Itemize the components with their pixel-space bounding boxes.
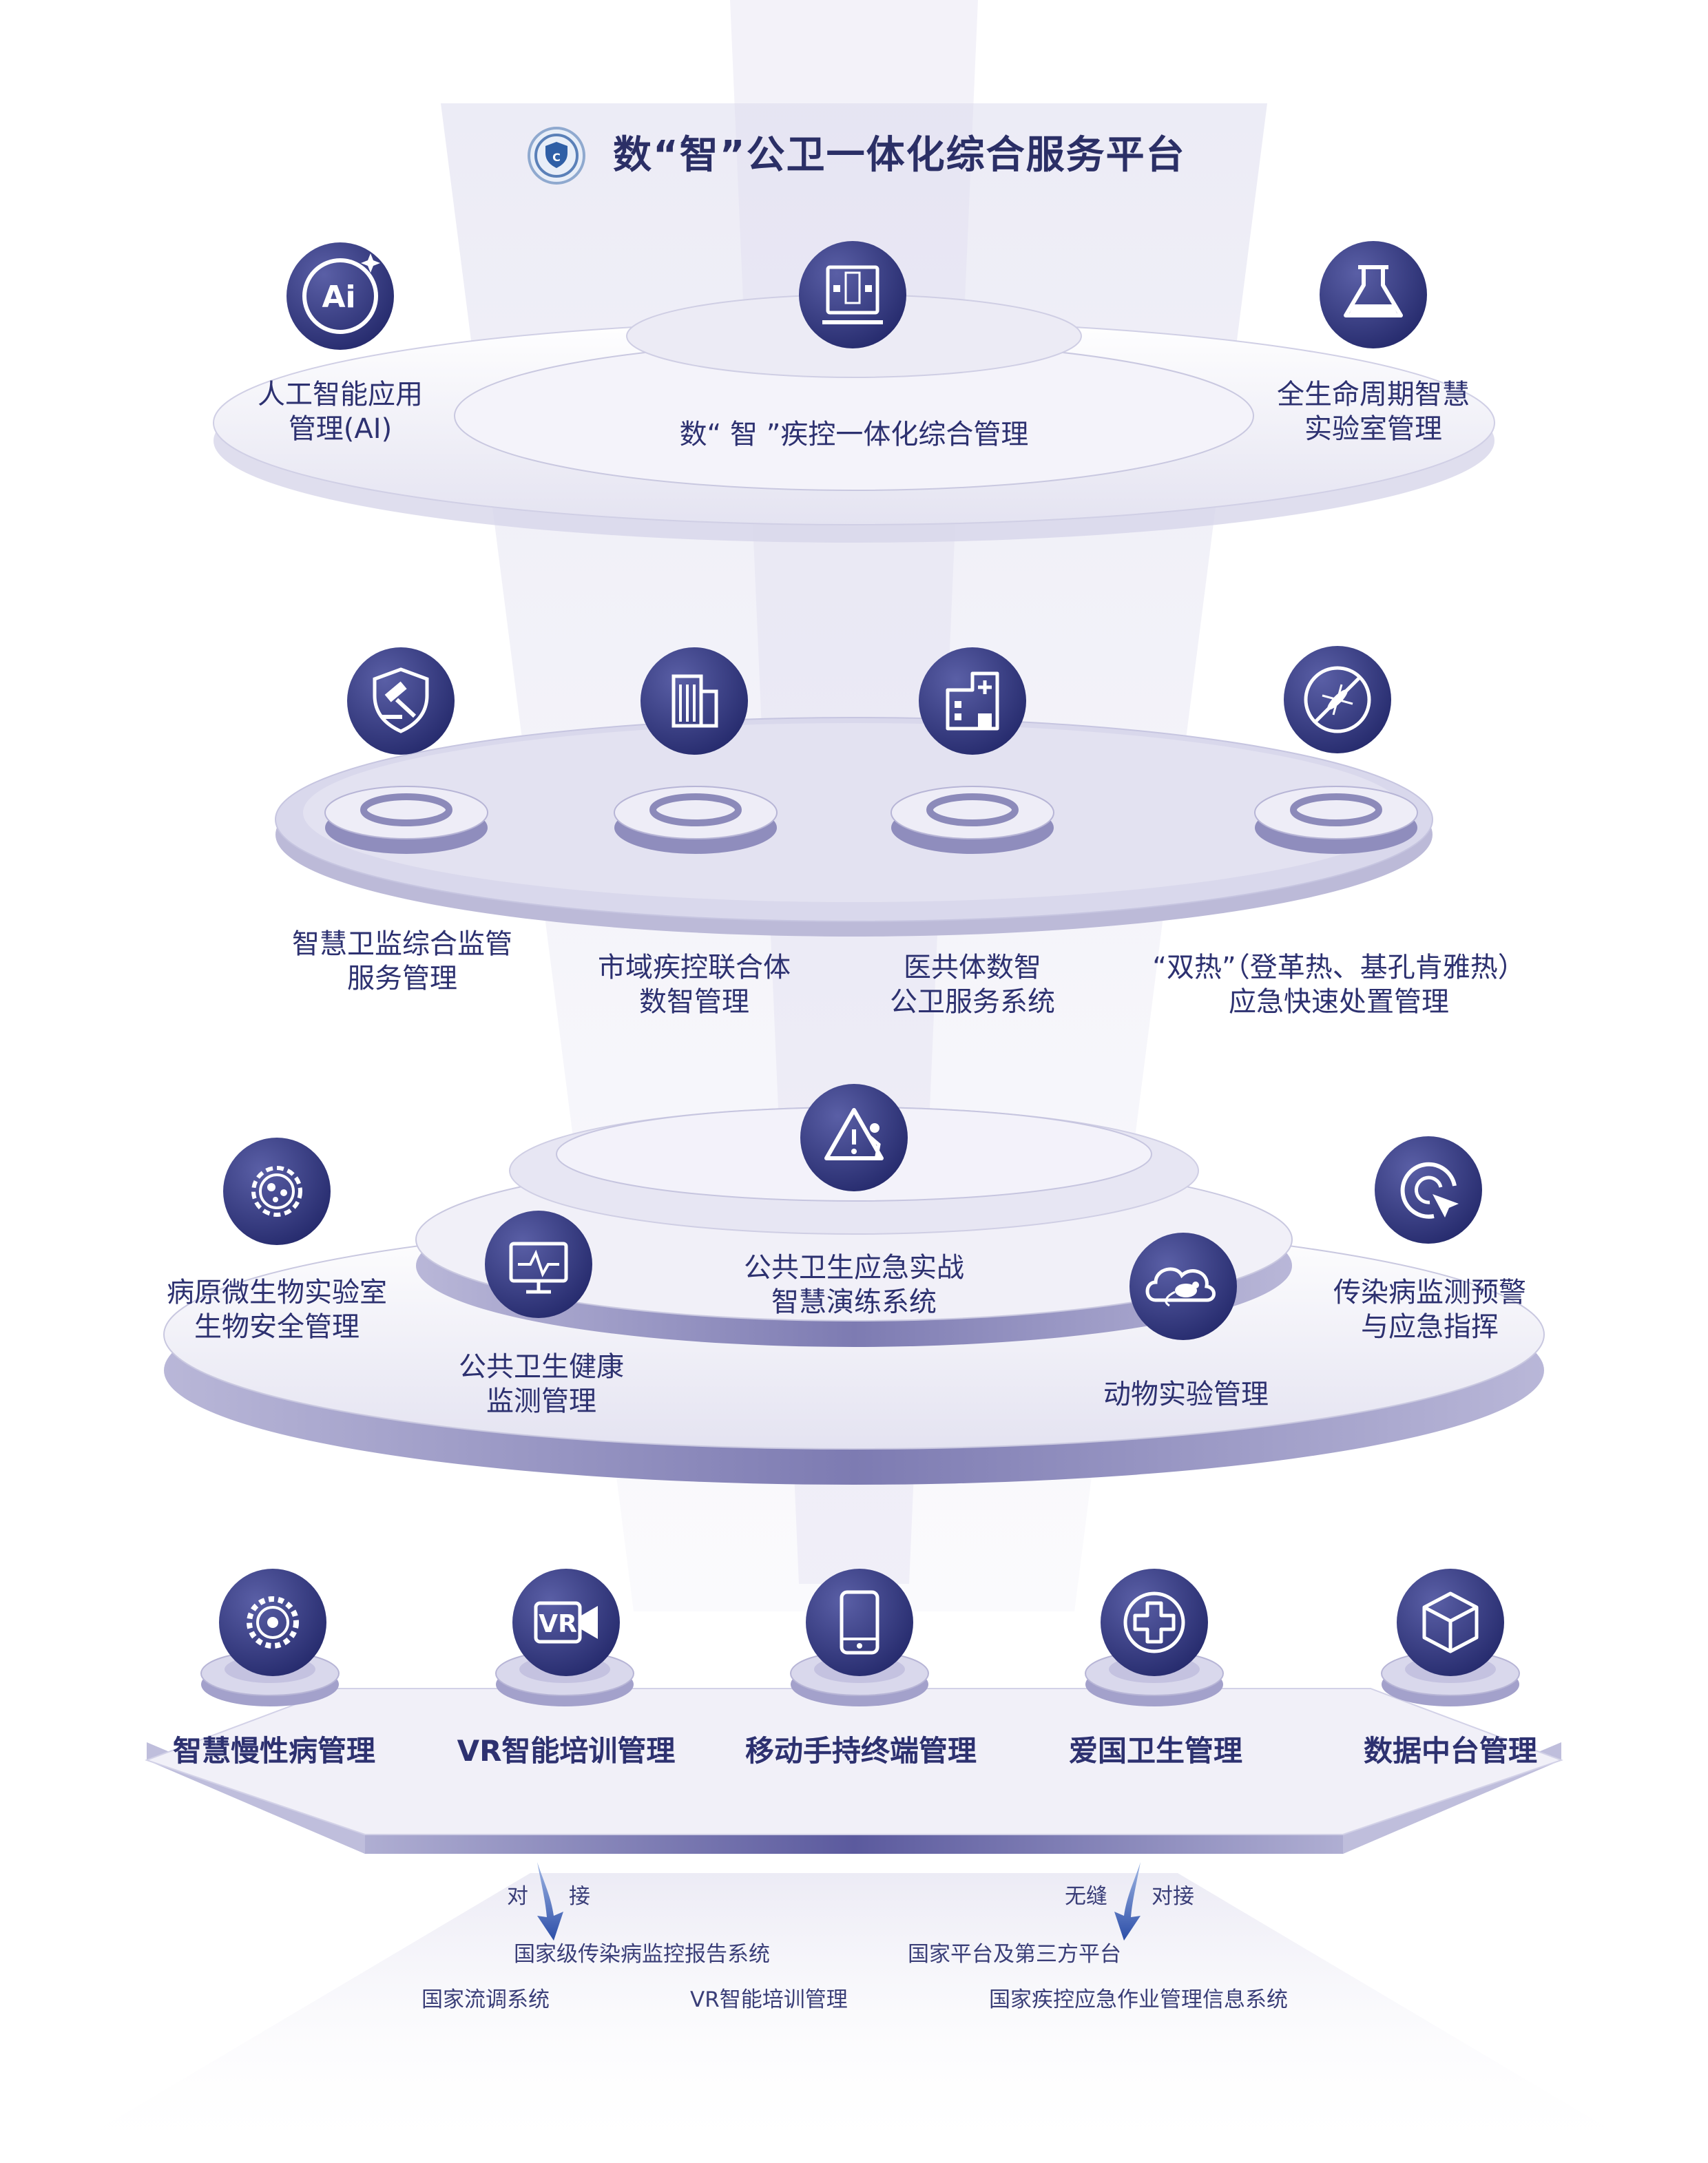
tier2-label-1: 智慧卫监综合监管 服务管理 bbox=[292, 927, 512, 996]
tier4-label-3: 移动手持终端管理 bbox=[744, 1734, 977, 1768]
warning-triangle-icon bbox=[800, 1084, 908, 1191]
tier4-label-1: 智慧慢性病管理 bbox=[172, 1734, 376, 1768]
target-cursor-icon bbox=[1375, 1136, 1482, 1244]
label-line: 应急快速处置管理 bbox=[1228, 986, 1449, 1018]
label-line: 实验室管理 bbox=[1304, 413, 1442, 445]
chronic-gear-icon bbox=[219, 1569, 326, 1676]
arrow-left-text-1: 对 bbox=[507, 1884, 528, 1909]
label-line: 智慧卫监综合监管 bbox=[292, 928, 512, 960]
tier2-label-4: “双热”（登革热、基孔肯雅热） 应急快速处置管理 bbox=[1152, 950, 1525, 1019]
pedestal bbox=[1254, 786, 1418, 854]
cdc-building-icon bbox=[799, 241, 906, 348]
label-line: 公共卫生健康 bbox=[459, 1351, 624, 1383]
label-line: 人工智能应用 bbox=[258, 379, 423, 410]
left-down-arrow bbox=[537, 1862, 563, 1941]
label-line: 生物安全管理 bbox=[194, 1311, 360, 1343]
svg-text:Ai: Ai bbox=[322, 280, 355, 315]
system-national-epidemiology: 国家流调系统 bbox=[421, 1987, 550, 2012]
monitor-pulse-icon bbox=[485, 1211, 592, 1318]
tier3-right-outer-label: 传染病监测预警 与应急指挥 bbox=[1333, 1275, 1526, 1344]
system-national-infectious-report: 国家级传染病监控报告系统 bbox=[514, 1942, 770, 1967]
label-line: 管理(AI) bbox=[288, 413, 393, 445]
page-title: 数“智”公卫一体化综合服务平台 bbox=[613, 133, 1186, 178]
arrow-left-text-2: 接 bbox=[569, 1884, 590, 1909]
system-national-third-party: 国家平台及第三方平台 bbox=[908, 1942, 1121, 1967]
office-building-icon bbox=[640, 647, 748, 755]
label-line: “双热”（登革热、基孔肯雅热） bbox=[1152, 952, 1525, 983]
pedestal bbox=[614, 786, 778, 854]
label-line: 与应急指挥 bbox=[1361, 1311, 1499, 1343]
pedestal bbox=[324, 786, 488, 854]
label-line: 监测管理 bbox=[486, 1386, 596, 1417]
pedestal bbox=[891, 786, 1054, 854]
label-line: 传染病监测预警 bbox=[1333, 1277, 1526, 1308]
vr-camera-icon: VR bbox=[512, 1569, 620, 1676]
label-line: 公卫服务系统 bbox=[890, 986, 1055, 1018]
medical-cross-icon bbox=[1101, 1569, 1208, 1676]
hospital-icon bbox=[919, 647, 1026, 755]
arrow-right-text-2: 对接 bbox=[1152, 1884, 1194, 1909]
label-line: 智慧演练系统 bbox=[771, 1286, 937, 1318]
svg-text:C: C bbox=[552, 151, 561, 164]
system-emergency-operations: 国家疾控应急作业管理信息系统 bbox=[989, 1987, 1288, 2012]
label-line: 医共体数智 bbox=[904, 952, 1041, 983]
tier2-label-2: 市域疾控联合体 数智管理 bbox=[598, 950, 791, 1019]
no-mosquito-icon bbox=[1284, 646, 1391, 753]
tier1-center-label: 数“ 智 ”疾控一体化综合管理 bbox=[680, 417, 1029, 452]
mouse-cloud-icon bbox=[1129, 1233, 1237, 1340]
label-line: 服务管理 bbox=[347, 963, 457, 994]
data-cube-icon bbox=[1397, 1569, 1504, 1676]
tier4-label-4: 爱国卫生管理 bbox=[1068, 1734, 1243, 1768]
tier3-center-label: 公共卫生应急实战 智慧演练系统 bbox=[744, 1251, 964, 1319]
cdc-shield-logo: C bbox=[528, 127, 585, 185]
tier3-left-outer-label: 病原微生物实验室 生物安全管理 bbox=[167, 1275, 387, 1344]
tier1-right-label: 全生命周期智慧 实验室管理 bbox=[1277, 377, 1470, 446]
svg-text:VR: VR bbox=[539, 1610, 577, 1638]
tier4-label-5: 数据中台管理 bbox=[1363, 1734, 1538, 1768]
ai-icon: Ai bbox=[287, 242, 394, 350]
tier4-platform bbox=[145, 1688, 1563, 1854]
label-line: 全生命周期智慧 bbox=[1277, 379, 1470, 410]
mobile-phone-icon bbox=[806, 1569, 913, 1676]
label-line: 病原微生物实验室 bbox=[167, 1277, 387, 1308]
right-down-arrow bbox=[1114, 1862, 1141, 1941]
label-line: 公共卫生应急实战 bbox=[744, 1252, 964, 1284]
gavel-shield-icon bbox=[347, 647, 455, 755]
tier1-left-label: 人工智能应用 管理(AI) bbox=[258, 377, 423, 446]
tier2-label-3: 医共体数智 公卫服务系统 bbox=[890, 950, 1055, 1019]
label-line: 数智管理 bbox=[639, 986, 749, 1018]
tier2-disc bbox=[275, 717, 1433, 937]
system-vr-training: VR智能培训管理 bbox=[690, 1987, 848, 2012]
label-line: 数“ 智 ”疾控一体化综合管理 bbox=[679, 419, 1029, 450]
label-line: 市域疾控联合体 bbox=[598, 952, 791, 983]
arrow-right-text-1: 无缝 bbox=[1065, 1884, 1107, 1909]
flask-icon bbox=[1320, 241, 1427, 348]
tier4-label-2: VR智能培训管理 bbox=[457, 1734, 676, 1768]
tier2-pedestals bbox=[324, 786, 1418, 854]
label-line: 动物实验管理 bbox=[1103, 1379, 1269, 1410]
tier3-right-inner-label: 动物实验管理 bbox=[1103, 1377, 1269, 1412]
virus-gear-icon bbox=[223, 1138, 331, 1245]
floor-fan bbox=[41, 1873, 1667, 2163]
tier3-left-inner-label: 公共卫生健康 监测管理 bbox=[459, 1350, 624, 1419]
